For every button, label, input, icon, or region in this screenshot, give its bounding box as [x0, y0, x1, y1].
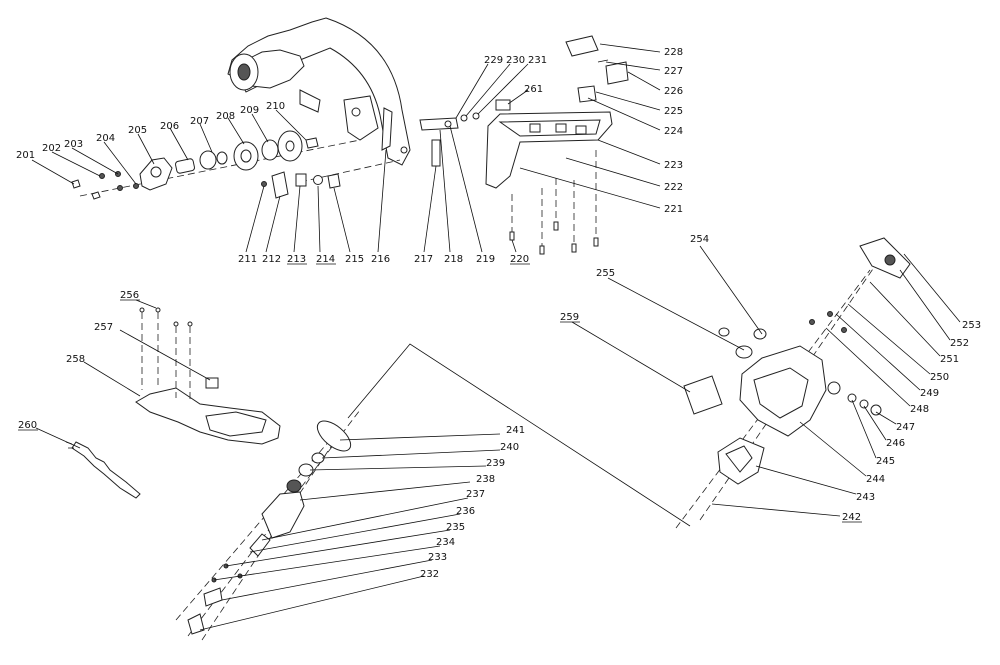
label-206: 206: [160, 121, 179, 132]
label-213: 213: [287, 254, 306, 265]
label-241: 241: [506, 425, 525, 436]
label-251: 251: [940, 354, 959, 365]
label-250: 250: [930, 372, 949, 383]
label-210: 210: [266, 101, 285, 112]
label-232: 232: [420, 569, 439, 580]
label-204: 204: [96, 133, 115, 144]
label-236: 236: [456, 506, 475, 517]
label-230: 230: [506, 55, 525, 66]
label-211: 211: [238, 254, 257, 265]
label-233: 233: [428, 552, 447, 563]
label-209: 209: [240, 105, 259, 116]
label-252: 252: [950, 338, 969, 349]
label-254: 254: [690, 234, 709, 245]
blade-guard-assembly: [227, 17, 411, 166]
motor-assembly: [175, 409, 361, 641]
label-221: 221: [664, 204, 683, 215]
label-217: 217: [414, 254, 433, 265]
label-228: 228: [664, 47, 683, 58]
label-225: 225: [664, 106, 683, 117]
label-202: 202: [42, 143, 61, 154]
label-260: 260: [18, 420, 37, 431]
label-255: 255: [596, 268, 615, 279]
power-cord: [65, 441, 141, 499]
label-240: 240: [500, 442, 519, 453]
label-226: 226: [664, 86, 683, 97]
label-244: 244: [866, 474, 885, 485]
leader-lines: [31, 43, 961, 631]
label-258: 258: [66, 354, 85, 365]
label-205: 205: [128, 125, 147, 136]
label-208: 208: [216, 111, 235, 122]
label-219: 219: [476, 254, 495, 265]
label-242: 242: [842, 512, 861, 523]
label-203: 203: [64, 139, 83, 150]
label-215: 215: [345, 254, 364, 265]
arbor-axis: [79, 139, 361, 197]
handle-assembly: [135, 307, 281, 445]
label-245: 245: [876, 456, 895, 467]
label-261: 261: [524, 84, 543, 95]
label-214: 214: [316, 254, 335, 265]
part-labels: 201 202 203 204 205 206 207 208 209 210 …: [16, 47, 981, 580]
label-218: 218: [444, 254, 463, 265]
label-207: 207: [190, 116, 209, 127]
label-253: 253: [962, 320, 981, 331]
label-229: 229: [484, 55, 503, 66]
label-201: 201: [16, 150, 35, 161]
label-257: 257: [94, 322, 113, 333]
connector-line: [347, 343, 691, 527]
label-237: 237: [466, 489, 485, 500]
label-235: 235: [446, 522, 465, 533]
label-247: 247: [896, 422, 915, 433]
label-223: 223: [664, 160, 683, 171]
label-227: 227: [664, 66, 683, 77]
label-220: 220: [510, 254, 529, 265]
label-231: 231: [528, 55, 547, 66]
label-238: 238: [476, 474, 495, 485]
label-249: 249: [920, 388, 939, 399]
label-256: 256: [120, 290, 139, 301]
label-224: 224: [664, 126, 683, 137]
label-212: 212: [262, 254, 281, 265]
label-216: 216: [371, 254, 390, 265]
label-259: 259: [560, 312, 579, 323]
label-222: 222: [664, 182, 683, 193]
label-248: 248: [910, 404, 929, 415]
label-234: 234: [436, 537, 455, 548]
motor-housing-assembly: [675, 237, 911, 529]
label-239: 239: [486, 458, 505, 469]
bracket-assembly: [419, 35, 629, 255]
label-246: 246: [886, 438, 905, 449]
label-243: 243: [856, 492, 875, 503]
